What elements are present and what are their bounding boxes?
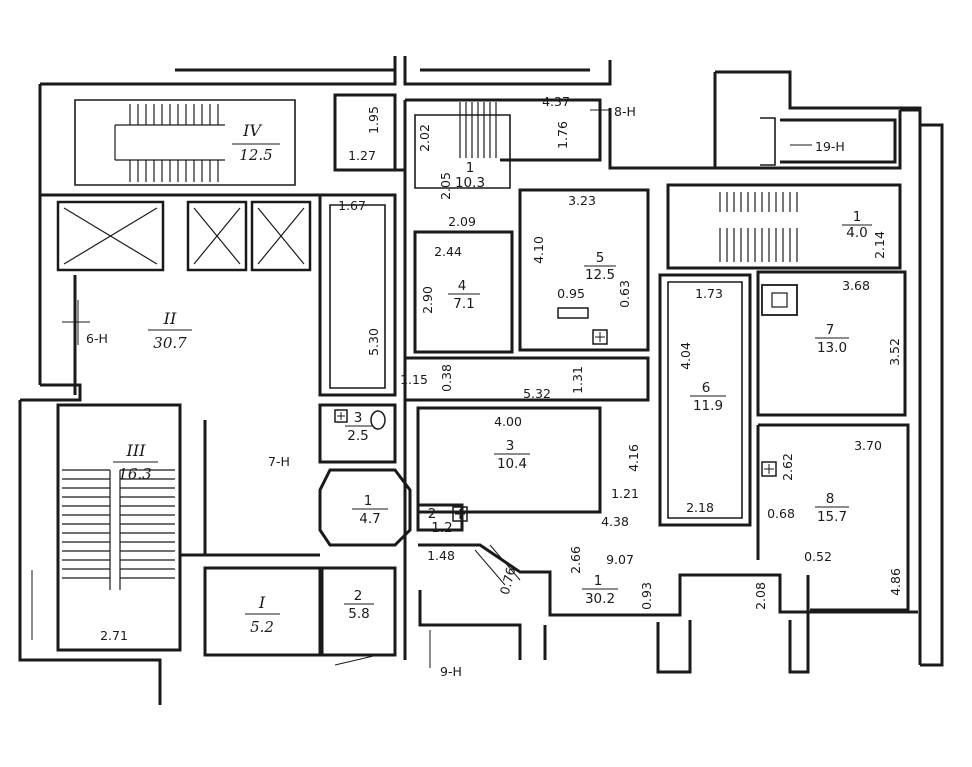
room-i-id: I — [258, 593, 266, 612]
dim-4-16: 4.16 — [626, 444, 641, 472]
room-8-area: 15.7 — [817, 509, 847, 525]
elevator-shafts — [56, 200, 312, 272]
room-6-id: 6 — [702, 380, 711, 396]
dim-1-27: 1.27 — [348, 148, 376, 163]
dim-0-68: 0.68 — [767, 506, 795, 521]
marker-19-n: 19-Н — [815, 139, 845, 154]
room-4-id: 4 — [458, 278, 467, 294]
room-2-id: 2 — [354, 588, 363, 604]
dim-2-44: 2.44 — [434, 244, 462, 259]
dim-2-09: 2.09 — [448, 214, 476, 229]
dim-2-08: 2.08 — [753, 582, 768, 610]
room-2-tiny-area: 1.2 — [431, 520, 452, 536]
room-1-stair-id: 1 — [466, 160, 475, 176]
room-iii-id: III — [126, 441, 147, 460]
dim-2-02: 2.02 — [417, 124, 432, 152]
room-5-id: 5 — [596, 250, 605, 266]
room-1-right-stair-id: 1 — [853, 209, 862, 225]
marker-7-n: 7-Н — [268, 454, 290, 469]
dim-2-18: 2.18 — [686, 500, 714, 515]
room-1-small-id: 1 — [364, 493, 373, 509]
room-labels: IV 12.5 II 30.7 III 16.3 I 5.2 1 10.3 4 … — [113, 121, 872, 636]
room-i-area: 5.2 — [250, 618, 274, 636]
room-6-area: 11.9 — [693, 398, 723, 414]
dim-2-71: 2.71 — [100, 628, 128, 643]
stairs — [62, 102, 798, 590]
dim-1-31: 1.31 — [570, 366, 585, 394]
marker-9-n: 9-Н — [440, 664, 462, 679]
marker-8-n: 8-Н — [614, 104, 636, 119]
room-7-id: 7 — [826, 322, 835, 338]
dim-4-04: 4.04 — [678, 342, 693, 370]
dim-2-14: 2.14 — [872, 231, 887, 259]
dim-2-90: 2.90 — [420, 286, 435, 314]
dim-1-95: 1.95 — [366, 106, 381, 134]
dim-1-15: 1.15 — [400, 372, 428, 387]
room-3-id: 3 — [506, 438, 515, 454]
dim-0-93: 0.93 — [639, 582, 654, 610]
room-2-tiny-id: 2 — [428, 506, 437, 522]
dim-0-63: 0.63 — [617, 280, 632, 308]
dim-1-67: 1.67 — [338, 198, 366, 213]
dim-4-00: 4.00 — [494, 414, 522, 429]
room-iv-area: 12.5 — [239, 146, 272, 164]
dim-1-73: 1.73 — [695, 286, 723, 301]
dim-3-52: 3.52 — [887, 338, 902, 366]
room-iii-area: 16.3 — [118, 465, 151, 483]
dim-0-52: 0.52 — [804, 549, 832, 564]
dim-3-70: 3.70 — [854, 438, 882, 453]
room-ii-area: 30.7 — [153, 334, 187, 352]
dim-4-86: 4.86 — [888, 568, 903, 596]
room-ii-id: II — [163, 309, 177, 328]
dim-1-48: 1.48 — [427, 548, 455, 563]
dim-5-32: 5.32 — [523, 386, 551, 401]
walls — [18, 56, 944, 705]
room-3-area: 10.4 — [497, 456, 527, 472]
room-4-area: 7.1 — [453, 296, 474, 312]
dim-3-23: 3.23 — [568, 193, 596, 208]
dim-4-38: 4.38 — [601, 514, 629, 529]
room-1-stair-area: 10.3 — [455, 175, 485, 191]
dim-2-05: 2.05 — [438, 172, 453, 200]
room-5-area: 12.5 — [585, 267, 615, 283]
fixtures — [334, 284, 798, 666]
dim-5-30: 5.30 — [366, 328, 381, 356]
dim-0-95: 0.95 — [557, 286, 585, 301]
room-3-small-id: 3 — [354, 410, 363, 426]
room-7-area: 13.0 — [817, 340, 847, 356]
dim-9-07: 9.07 — [606, 552, 634, 567]
room-8-id: 8 — [826, 491, 835, 507]
room-1-small-area: 4.7 — [359, 511, 380, 527]
room-iv-id: IV — [242, 121, 262, 140]
room-2-area: 5.8 — [348, 606, 369, 622]
dim-4-37: 4.37 — [542, 94, 570, 109]
dim-2-62: 2.62 — [780, 453, 795, 481]
dim-4-10: 4.10 — [531, 236, 546, 264]
room-1-right-stair-area: 4.0 — [846, 225, 867, 241]
dim-3-68: 3.68 — [842, 278, 870, 293]
dimension-labels: 1.95 1.27 2.02 4.37 1.76 2.05 2.09 1.67 … — [100, 94, 903, 643]
dim-2-66: 2.66 — [568, 546, 583, 574]
markers: 8-Н 19-Н 6-Н 7-Н 9-Н — [62, 104, 845, 679]
dim-0-38: 0.38 — [439, 364, 454, 392]
marker-6-n: 6-Н — [86, 331, 108, 346]
dim-0-76: 0.76 — [497, 565, 519, 596]
room-3-small-area: 2.5 — [347, 428, 368, 444]
room-1-large-area: 30.2 — [585, 591, 615, 607]
dim-1-76: 1.76 — [555, 121, 570, 149]
room-1-large-id: 1 — [594, 573, 603, 589]
dim-1-21: 1.21 — [611, 486, 639, 501]
